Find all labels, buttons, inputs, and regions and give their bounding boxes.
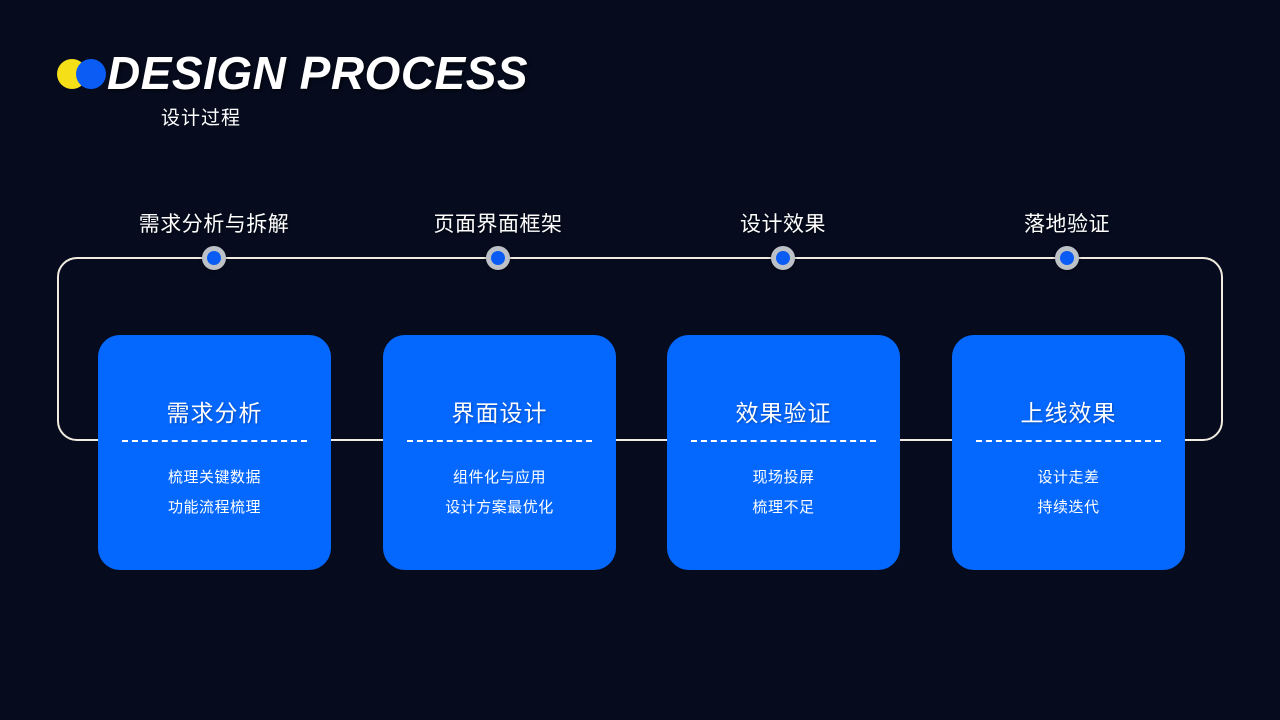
milestone-dot-icon-3[interactable] [771, 246, 795, 270]
milestone-label-2: 页面界面框架 [433, 213, 563, 236]
milestone-label-1: 需求分析与拆解 [138, 213, 290, 236]
card-divider-2 [407, 440, 592, 442]
page-title-cn: 设计过程 [161, 108, 242, 129]
milestone-dot-icon-1[interactable] [202, 246, 226, 270]
milestone-dot-icon-2[interactable] [486, 246, 510, 270]
process-card-4[interactable]: 上线效果 设计走差 持续迭代 [952, 335, 1185, 570]
card-divider-3 [691, 440, 876, 442]
card-title-2: 界面设计 [451, 400, 548, 426]
card-title-4: 上线效果 [1020, 400, 1117, 426]
page-title-en: DESIGN PROCESS [107, 47, 529, 99]
milestone-dot-icon-4[interactable] [1055, 246, 1079, 270]
milestone-label-3: 设计效果 [740, 213, 826, 236]
card-items-4: 设计走差 持续迭代 [952, 463, 1185, 523]
timeline-frame [57, 257, 1223, 441]
card-title-3: 效果验证 [735, 400, 832, 426]
card-items-2: 组件化与应用 设计方案最优化 [383, 463, 616, 523]
card-item: 组件化与应用 [452, 469, 546, 486]
card-item: 功能流程梳理 [167, 499, 261, 516]
logo-dot-blue-icon [76, 59, 106, 89]
milestone-label-4: 落地验证 [1024, 213, 1110, 236]
card-items-3: 现场投屏 梳理不足 [667, 463, 900, 523]
logo-mark [57, 59, 109, 89]
process-card-3[interactable]: 效果验证 现场投屏 梳理不足 [667, 335, 900, 570]
card-item: 设计方案最优化 [445, 499, 554, 516]
card-item: 梳理关键数据 [167, 469, 261, 486]
card-item: 现场投屏 [752, 469, 815, 486]
card-title-1: 需求分析 [166, 400, 263, 426]
card-divider-4 [976, 440, 1161, 442]
process-card-1[interactable]: 需求分析 梳理关键数据 功能流程梳理 [98, 335, 331, 570]
card-item: 持续迭代 [1037, 499, 1100, 516]
card-item: 设计走差 [1037, 469, 1100, 486]
card-items-1: 梳理关键数据 功能流程梳理 [98, 463, 331, 523]
card-item: 梳理不足 [752, 499, 815, 516]
card-divider-1 [122, 440, 307, 442]
process-card-2[interactable]: 界面设计 组件化与应用 设计方案最优化 [383, 335, 616, 570]
